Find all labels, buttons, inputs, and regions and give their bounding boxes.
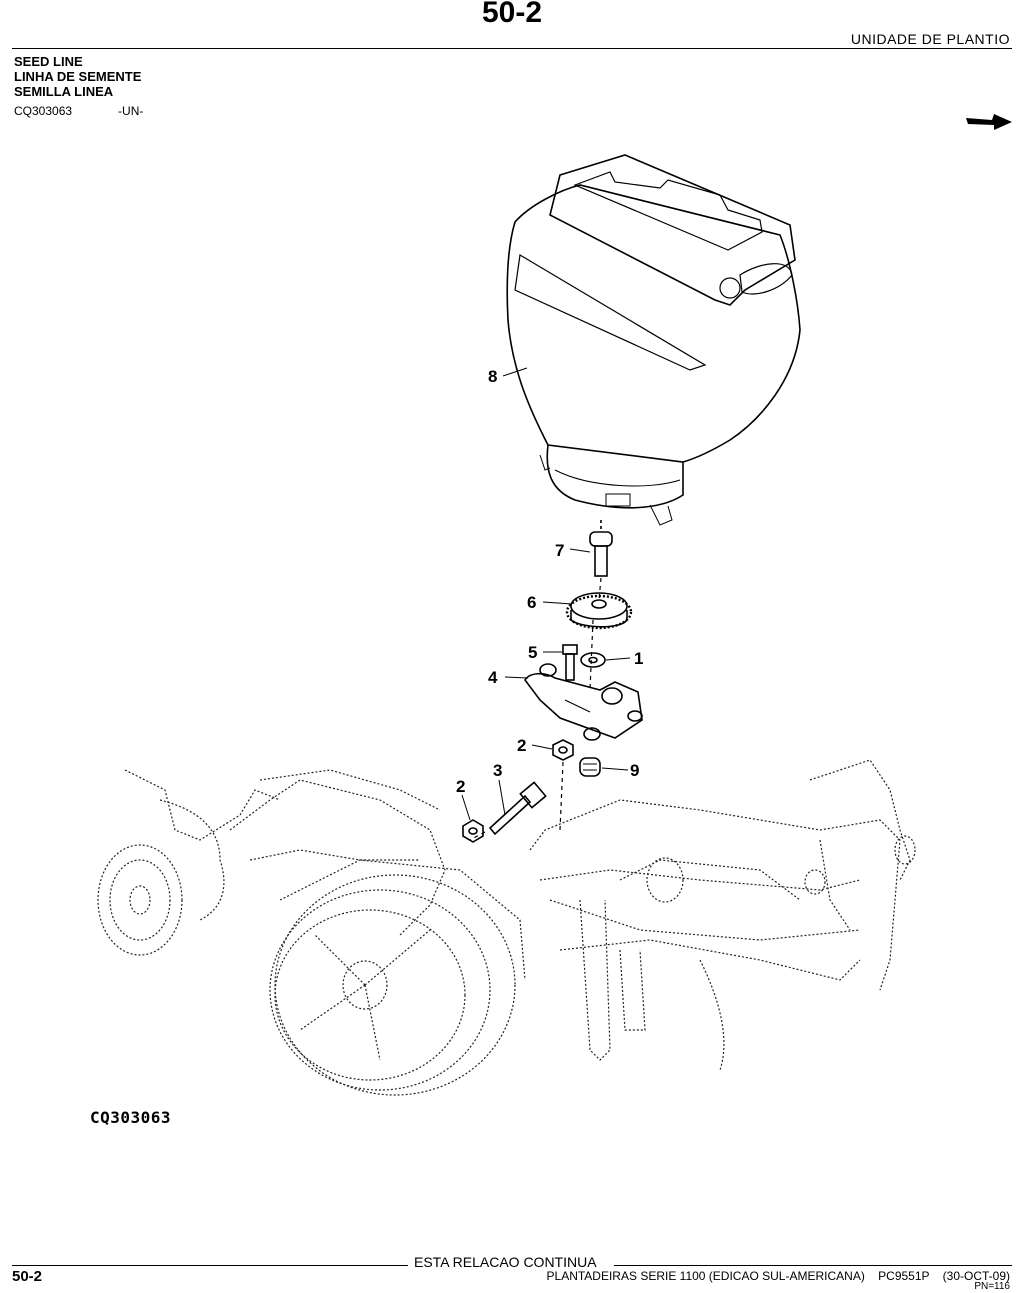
washer-1 (580, 652, 606, 668)
callout-4: 4 (488, 668, 498, 687)
callout-5: 5 (528, 643, 537, 662)
callout-6: 6 (527, 593, 536, 612)
title-spanish: SEMILLA LINEA (14, 84, 114, 99)
callout-1: 1 (634, 649, 643, 668)
nut-2-upper (552, 739, 574, 761)
exploded-parts-diagram: 8 7 6 5 1 4 2 9 2 3 (97, 154, 916, 1096)
callout-2-upper: 2 (517, 736, 526, 755)
alignment-lines (469, 577, 602, 841)
reference-code: CQ303063 (14, 104, 73, 118)
bolt-3 (488, 781, 547, 836)
callout-8: 8 (488, 367, 497, 386)
row-unit-frame (97, 759, 916, 1096)
footer-rule-left (12, 1265, 408, 1266)
page-number-top: 50-2 (481, 0, 543, 29)
drive-gear-6 (565, 592, 633, 630)
callout-9: 9 (630, 761, 639, 780)
reference-line: CQ303063 -UN- (14, 104, 143, 118)
figure-id: CQ303063 (90, 1108, 172, 1127)
page-pn: PN=116 (974, 1281, 1010, 1292)
continue-notice: ESTA RELACAO CONTINUA (414, 1254, 597, 1270)
title-portuguese: LINHA DE SEMENTE (14, 69, 142, 84)
callout-2-lower: 2 (456, 777, 465, 796)
publication-info: PLANTADEIRAS SERIE 1100 (EDICAO SUL-AMER… (546, 1269, 1010, 1283)
section-title: UNIDADE DE PLANTIO (850, 31, 1010, 47)
nut-2-lower (462, 819, 484, 843)
title-english: SEED LINE (14, 54, 83, 69)
header-rule (12, 48, 1012, 49)
seed-hopper (506, 154, 801, 526)
callout-7: 7 (555, 541, 564, 560)
bracket-4 (524, 663, 643, 741)
footer-rule-right (614, 1265, 1012, 1266)
callout-3: 3 (493, 761, 502, 780)
reference-suffix: -UN- (118, 104, 144, 118)
bolt-5 (562, 644, 578, 681)
fitting-9 (579, 757, 601, 777)
pin-7 (589, 520, 613, 577)
continue-arrow-icon (966, 114, 1012, 130)
page-number-bottom: 50-2 (12, 1268, 43, 1285)
